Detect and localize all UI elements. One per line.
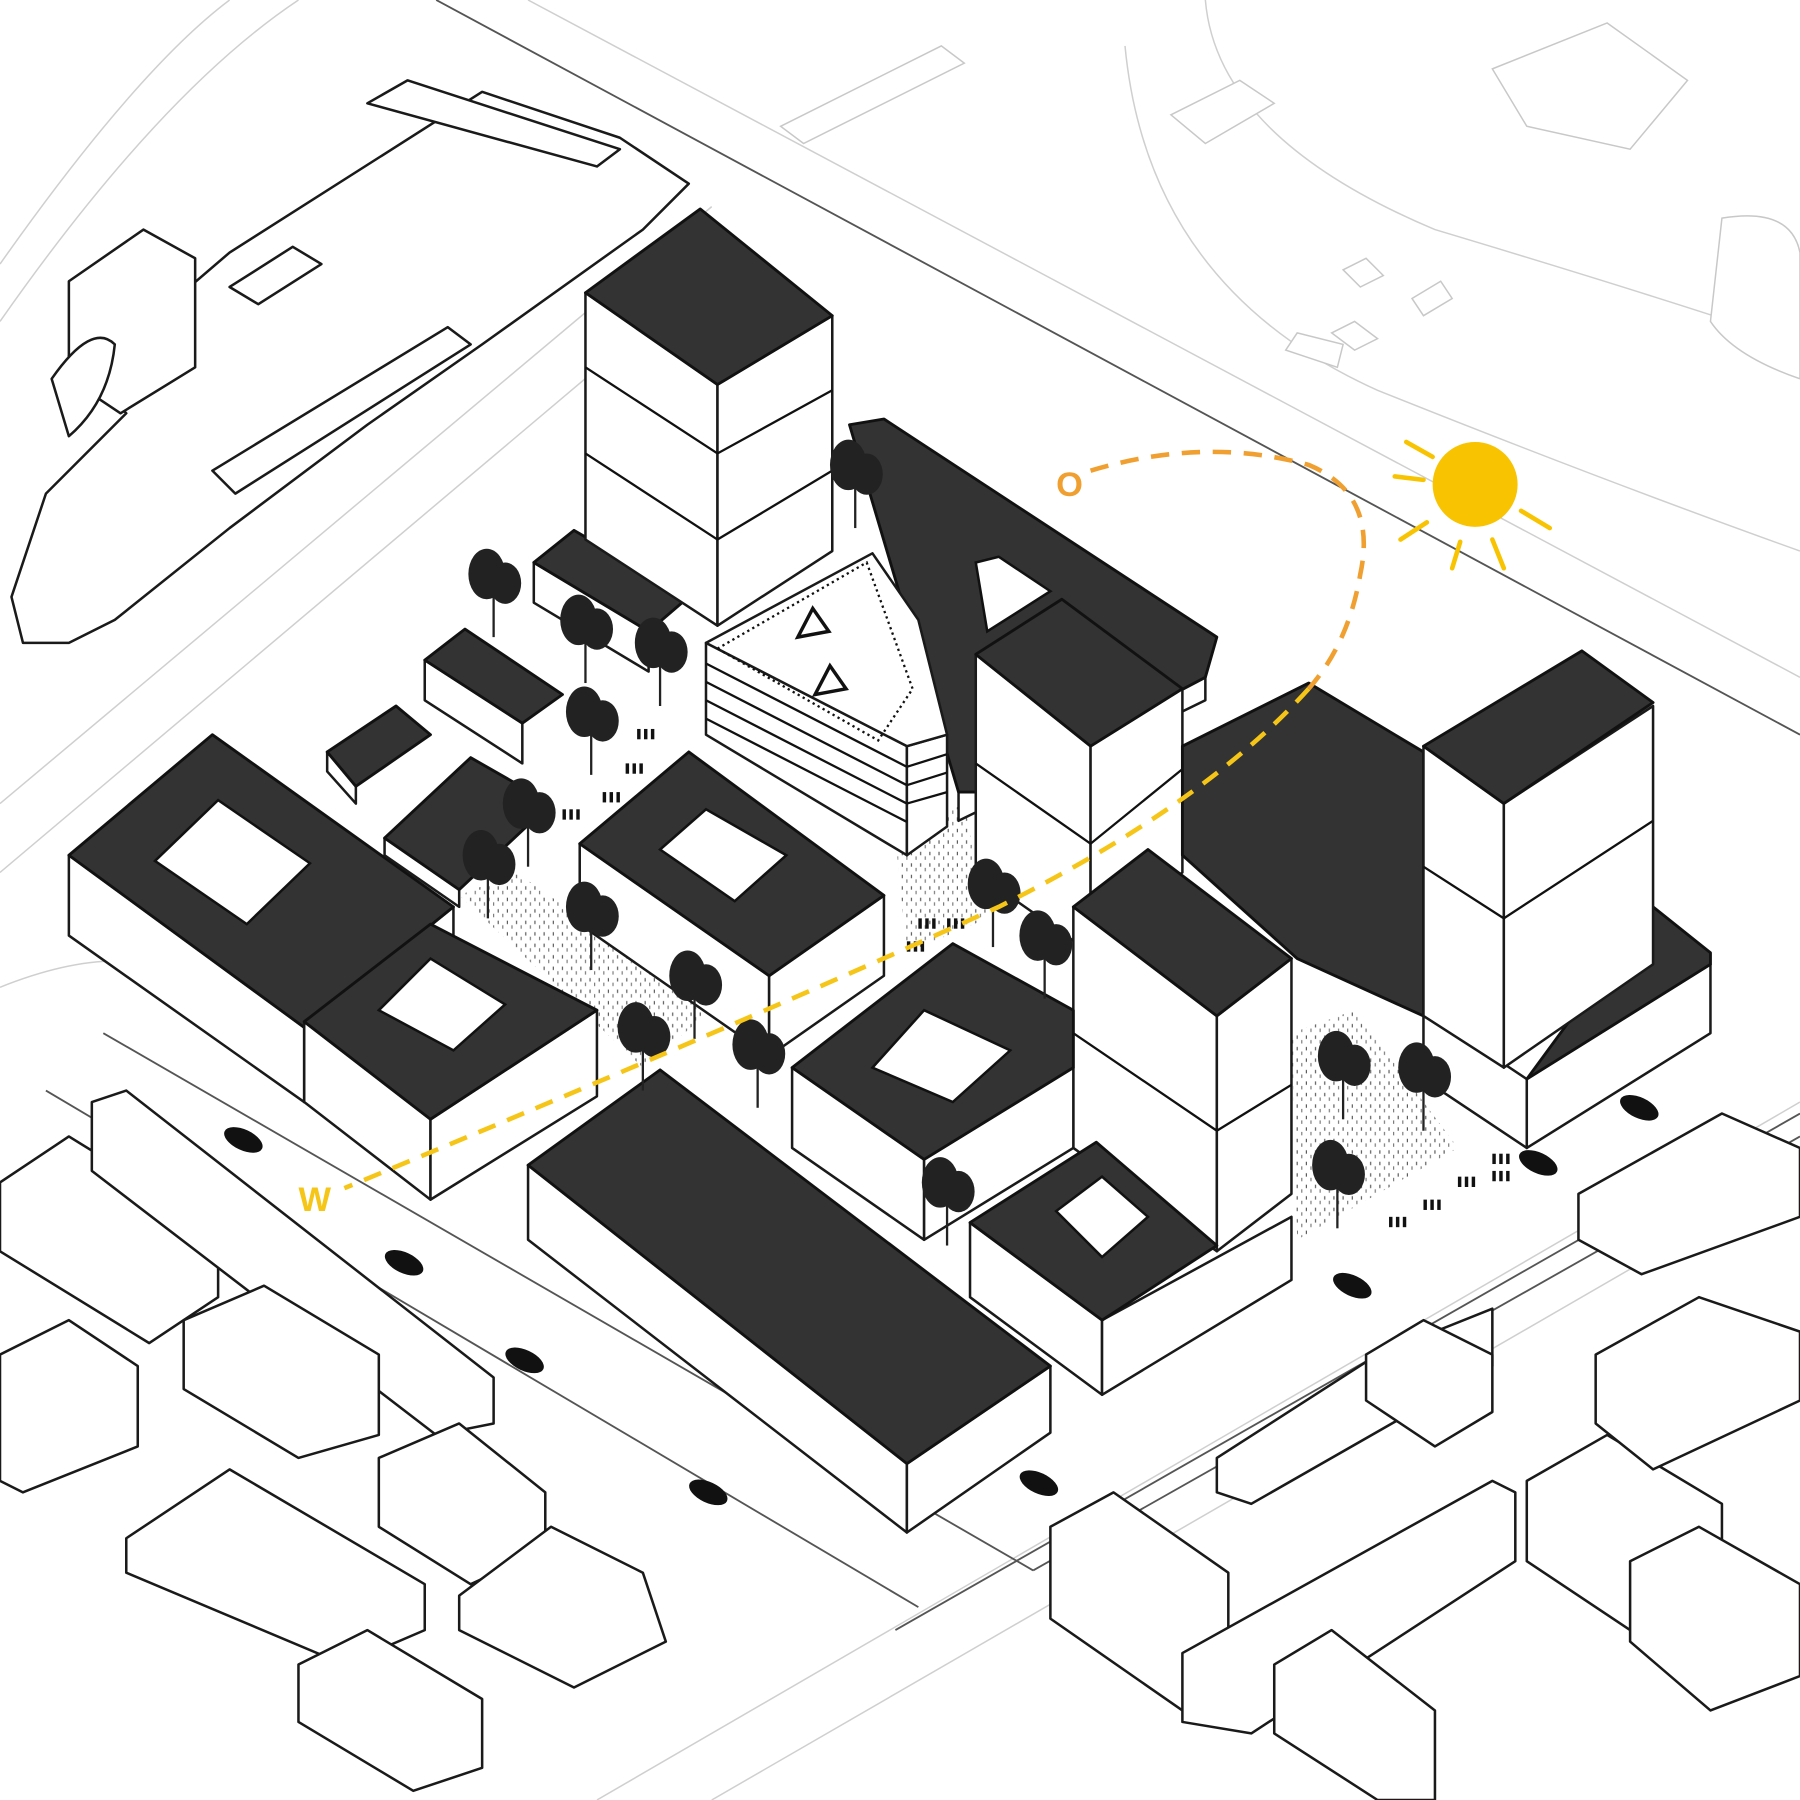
- tree-icon: [617, 1002, 671, 1091]
- east-label: O: [1056, 466, 1083, 504]
- people-icon: [918, 918, 936, 929]
- people-icon: [637, 728, 655, 740]
- central-highlighted-building: [704, 552, 949, 857]
- cars: [224, 1094, 1659, 1506]
- car-icon: [1519, 1150, 1558, 1176]
- tower-south-east: [1071, 848, 1293, 1253]
- car-icon: [1620, 1094, 1659, 1121]
- car-icon: [1333, 1272, 1372, 1299]
- people-icon: [1457, 1176, 1476, 1187]
- skylight-icon: [794, 605, 849, 697]
- context-complex-top-left: [10, 79, 691, 645]
- project-buildings: [67, 207, 1712, 1534]
- tree-icon: [967, 858, 1021, 948]
- long-block-south: [526, 1068, 1052, 1534]
- tree-icon: [634, 617, 688, 706]
- tower-northwest: [532, 207, 834, 673]
- courtyard-block-southeast: [968, 1140, 1293, 1397]
- tree-icon: [732, 1019, 786, 1108]
- tree-icon: [1019, 910, 1073, 999]
- sun-icon: [1392, 439, 1553, 571]
- tree-icon: [669, 950, 723, 1039]
- car-icon: [224, 1127, 263, 1153]
- people-icon: [625, 763, 643, 774]
- people: [562, 728, 1510, 1228]
- tree-icon: [1398, 1042, 1452, 1131]
- people-icon: [1389, 1216, 1407, 1228]
- west-label: W: [298, 1181, 331, 1219]
- context-buildings-bottom-left: [0, 1089, 668, 1793]
- tree-icon: [565, 686, 619, 775]
- trees: [462, 439, 1452, 1246]
- car-icon: [384, 1249, 424, 1276]
- tree-icon: [502, 778, 556, 867]
- tower-east: [1180, 649, 1712, 1150]
- car-icon: [505, 1347, 544, 1374]
- u-block-west: [302, 922, 599, 1201]
- tree-icon: [921, 1157, 975, 1246]
- small-block-b: [325, 704, 432, 788]
- people-icon: [602, 792, 620, 803]
- people-icon: [1423, 1199, 1441, 1210]
- tree-icon: [829, 439, 883, 529]
- tree-icon: [1317, 1030, 1371, 1120]
- tree-icon: [1312, 1139, 1365, 1229]
- tree-icon: [468, 548, 522, 638]
- courtyard-block-south: [790, 942, 1075, 1242]
- car-icon: [1019, 1470, 1059, 1496]
- people-icon: [1492, 1153, 1510, 1165]
- tree-icon: [565, 881, 619, 971]
- sun-path-upper: [1089, 449, 1366, 691]
- courtyard-block-center: [578, 750, 886, 1058]
- tree-icon: [560, 594, 614, 684]
- sun-path-lower: [343, 687, 1311, 1191]
- context-buildings-bottom-right: [1049, 1112, 1800, 1800]
- people-icon: [562, 809, 580, 820]
- tree-icon: [462, 829, 516, 919]
- sun-path: O W: [298, 449, 1366, 1219]
- people-icon: [1492, 1170, 1510, 1182]
- car-icon: [689, 1479, 728, 1506]
